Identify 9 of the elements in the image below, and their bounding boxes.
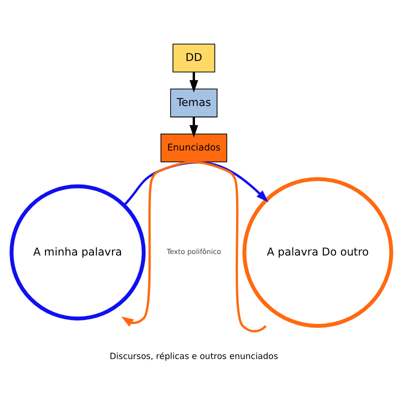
node-box: Temas bbox=[170, 88, 218, 117]
arrow bbox=[190, 72, 198, 92]
label: Discursos, réplicas e outros enunciados bbox=[110, 352, 278, 362]
arrow bbox=[123, 160, 268, 206]
node-circle: A palavra Do outro bbox=[242, 176, 394, 328]
node-box: Enunciados bbox=[160, 133, 228, 162]
node-circle: A minha palavra bbox=[10, 184, 146, 320]
node-box: DD bbox=[172, 43, 216, 72]
arrow bbox=[190, 116, 198, 137]
